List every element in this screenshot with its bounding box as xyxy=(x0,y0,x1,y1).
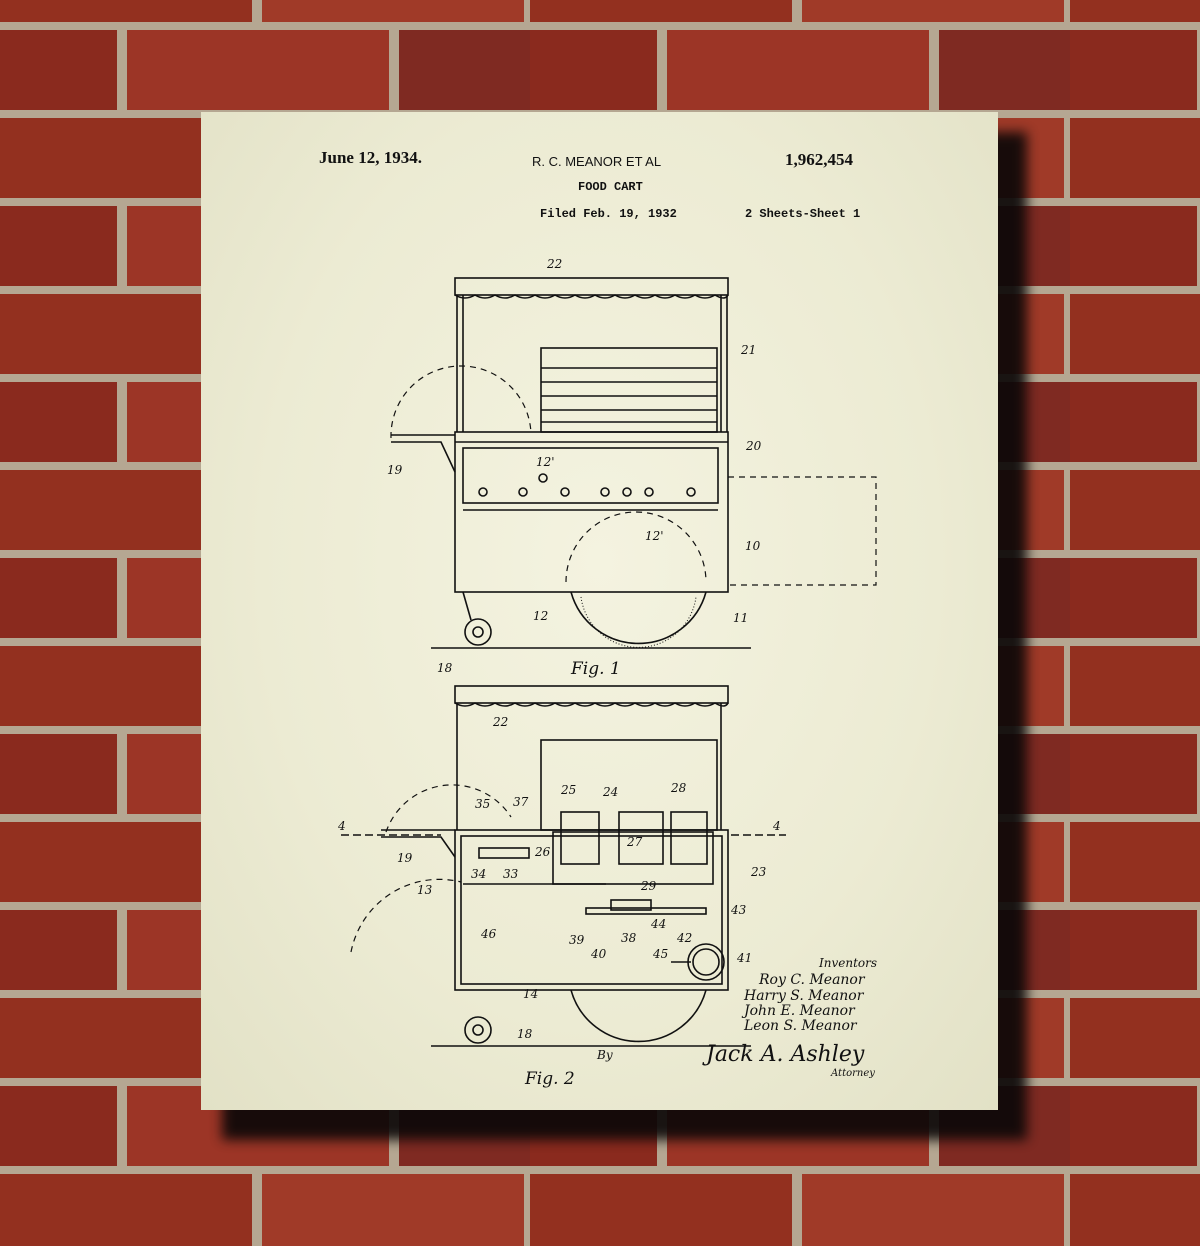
label-12p-2: 12' xyxy=(645,529,664,543)
attorney-label: Attorney xyxy=(831,1068,875,1079)
label-37: 37 xyxy=(513,795,529,809)
label-28: 28 xyxy=(670,781,687,795)
figure-1-caption: Fig. 1 xyxy=(570,659,621,679)
label-42: 42 xyxy=(676,931,692,945)
label-22: 22 xyxy=(492,715,508,729)
patent-title: FOOD CART xyxy=(578,180,643,194)
label-12p: 12' xyxy=(536,455,555,469)
inventor-name: Leon S. Meanor xyxy=(744,1018,857,1034)
attorney-signature: Jack A. Ashley xyxy=(706,1042,865,1067)
label-34: 34 xyxy=(471,867,486,881)
inventor-name: Harry S. Meanor xyxy=(744,988,864,1004)
inventor-name: Roy C. Meanor xyxy=(759,972,865,988)
patent-date: June 12, 1934. xyxy=(319,148,422,167)
filed-date: Filed Feb. 19, 1932 xyxy=(540,207,677,221)
label-19: 19 xyxy=(387,463,403,477)
label-35: 35 xyxy=(475,797,490,811)
label-46: 46 xyxy=(480,927,497,941)
label-27: 27 xyxy=(626,835,643,849)
label-29: 29 xyxy=(640,879,657,893)
label-43: 43 xyxy=(730,903,747,917)
figure-2-cart xyxy=(341,685,786,1047)
label-41: 41 xyxy=(736,951,752,965)
label-20: 20 xyxy=(745,439,762,453)
sheet-count: 2 Sheets-Sheet 1 xyxy=(745,207,861,221)
label-23: 23 xyxy=(750,865,767,879)
label-45: 45 xyxy=(652,947,668,961)
figure-2-caption: Fig. 2 xyxy=(524,1069,575,1089)
label-18: 18 xyxy=(437,661,453,675)
label-18: 18 xyxy=(517,1027,533,1041)
label-4: 4 xyxy=(337,819,346,833)
patent-number: 1,962,454 xyxy=(785,150,853,169)
patent-poster: June 12, 1934. R. C. MEANOR ET AL 1,962,… xyxy=(201,112,998,1110)
figure-1-cart xyxy=(390,277,877,649)
label-14: 14 xyxy=(523,987,538,1001)
label-19: 19 xyxy=(397,851,413,865)
label-33: 33 xyxy=(503,867,519,881)
label-4: 4 xyxy=(772,819,781,833)
label-13: 13 xyxy=(417,883,433,897)
label-12: 12 xyxy=(533,609,548,623)
label-39: 39 xyxy=(569,933,585,947)
inventor-line: R. C. MEANOR ET AL xyxy=(532,154,662,169)
label-40: 40 xyxy=(590,947,607,961)
patent-drawing: 22 21 20 19 12' 12' 10 11 12 18 Fig. 1 2… xyxy=(337,257,877,1089)
label-11: 11 xyxy=(733,611,748,625)
by-label: By xyxy=(597,1048,613,1062)
inventor-name: John E. Meanor xyxy=(744,1003,855,1019)
label-10: 10 xyxy=(745,539,761,553)
label-24: 24 xyxy=(602,785,618,799)
inventors-label: Inventors xyxy=(819,956,878,970)
label-21: 21 xyxy=(740,343,756,357)
label-44: 44 xyxy=(650,917,666,931)
label-25: 25 xyxy=(560,783,576,797)
label-26: 26 xyxy=(534,845,551,859)
label-38: 38 xyxy=(621,931,637,945)
label-22: 22 xyxy=(546,257,562,271)
